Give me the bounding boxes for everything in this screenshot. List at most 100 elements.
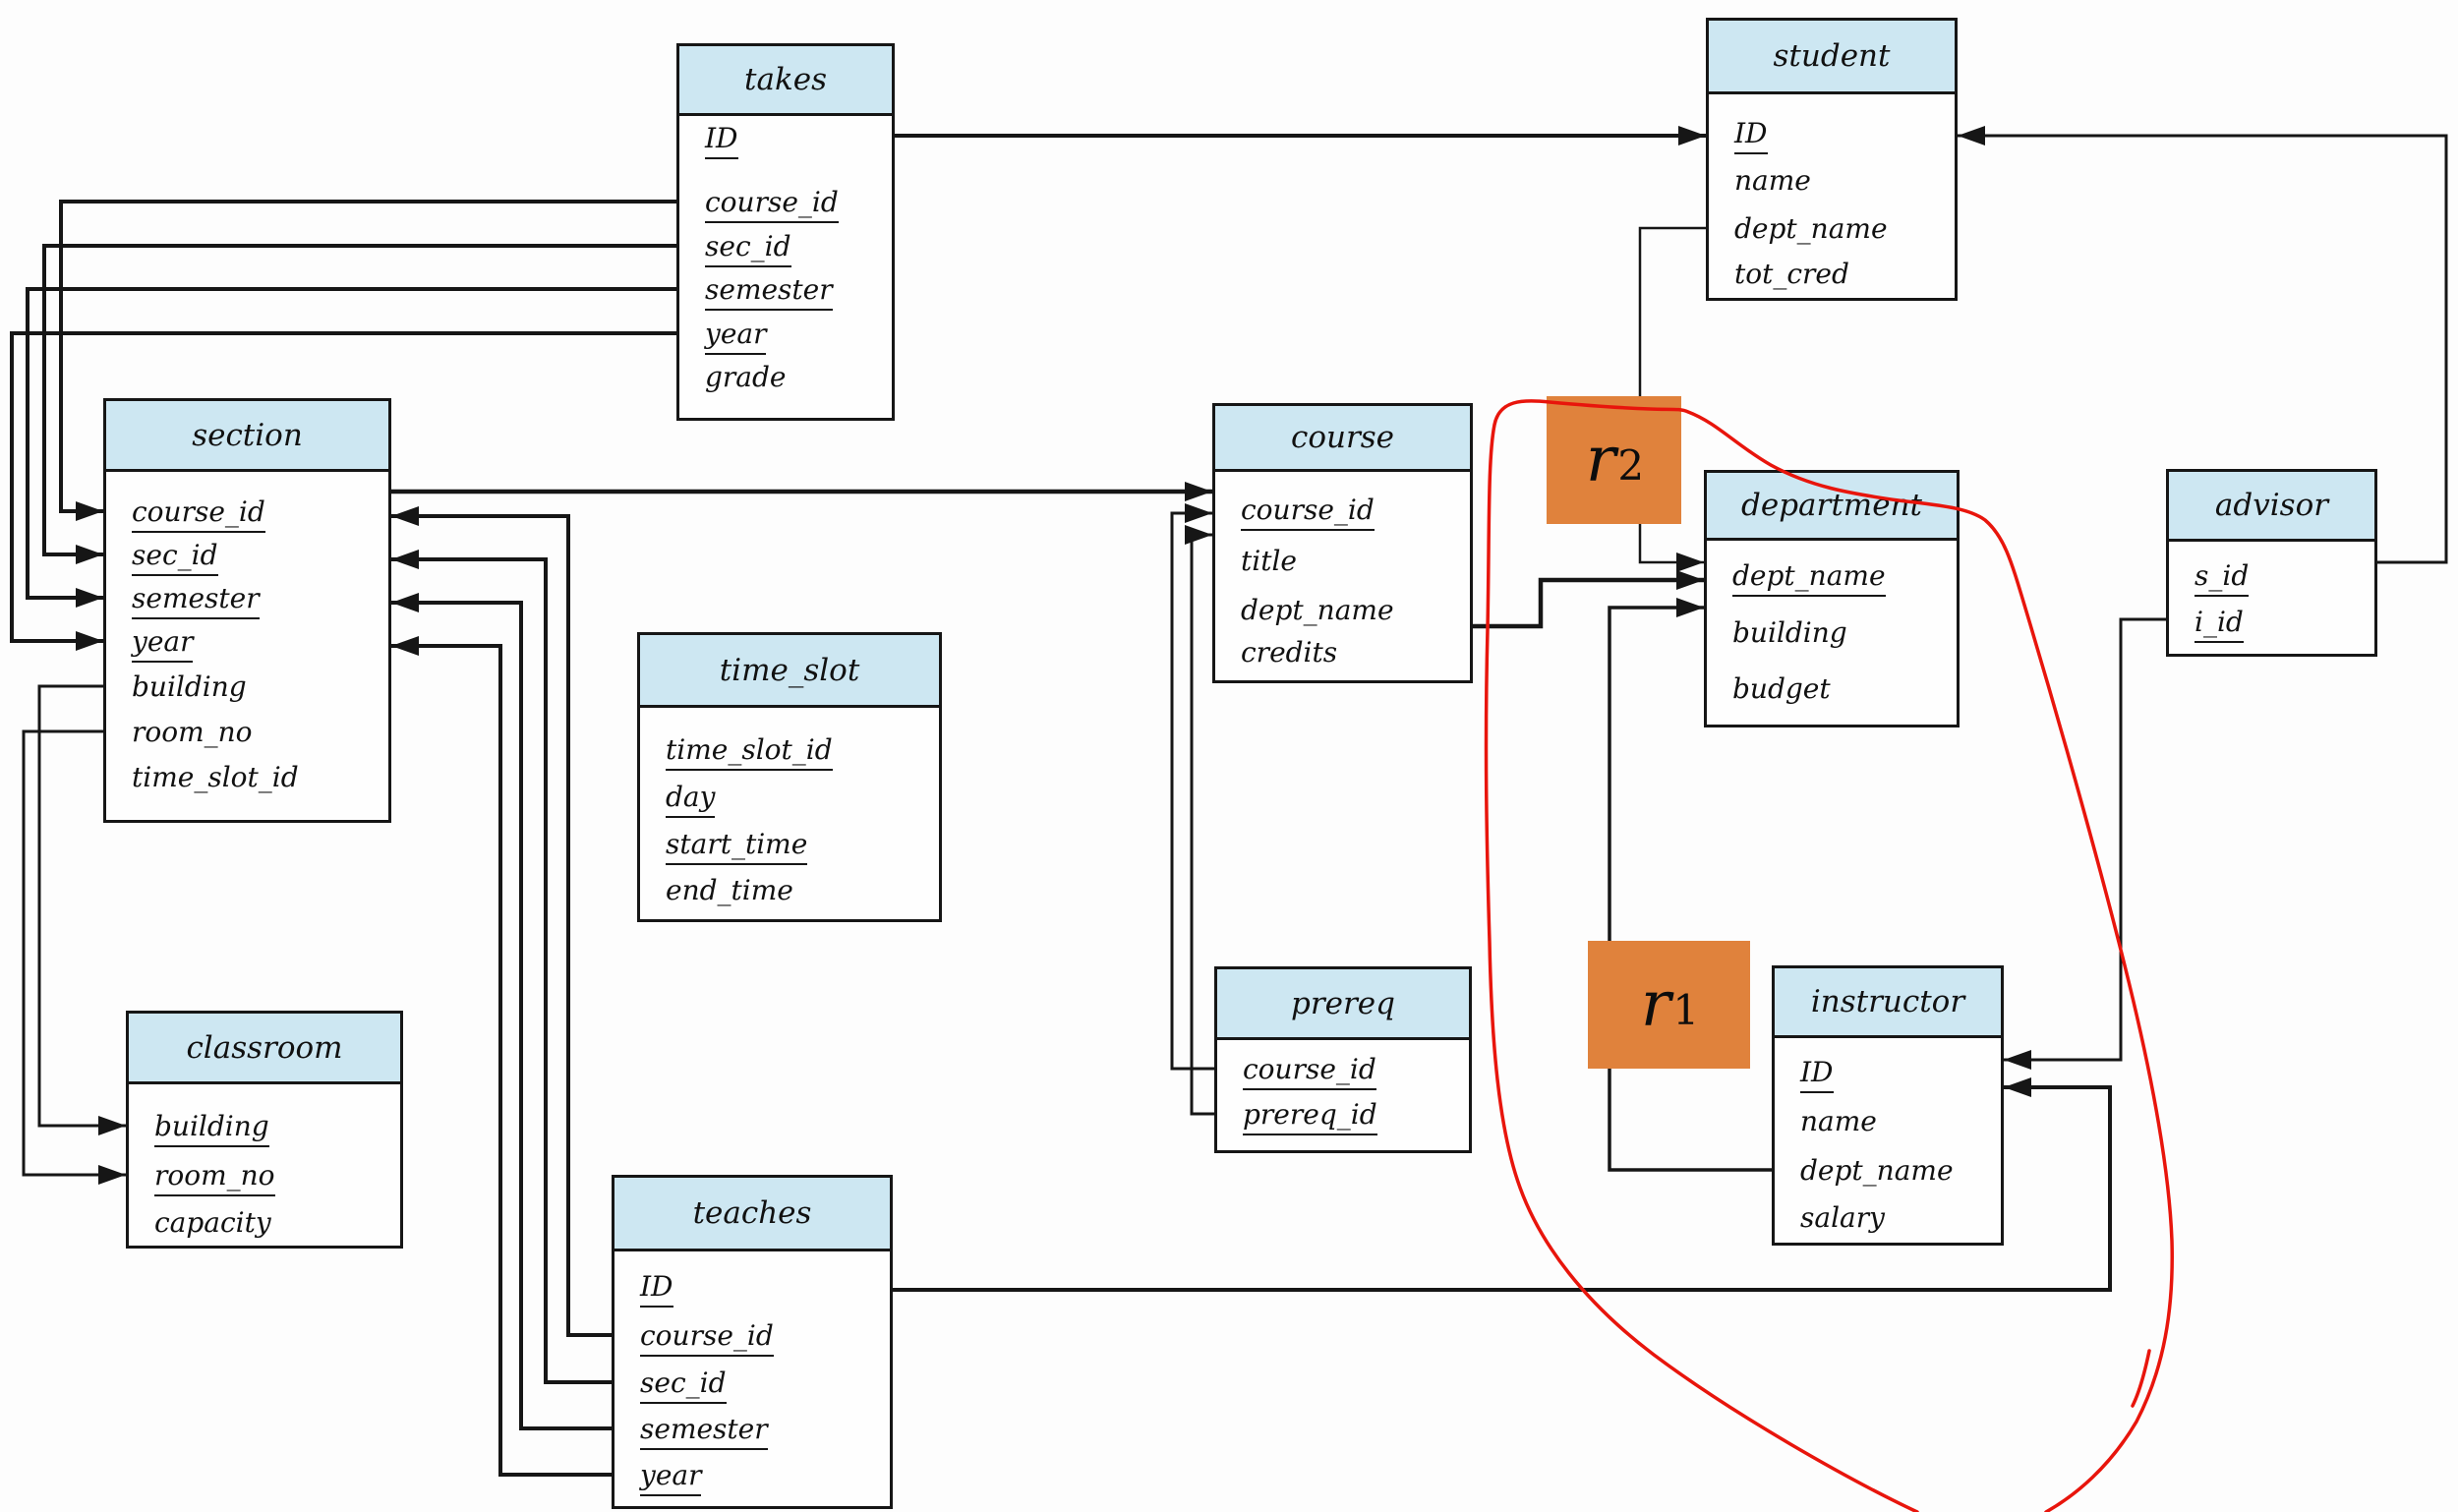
table-attribute: dept_name: [1800, 1153, 1954, 1189]
attribute-label: dept_name: [1241, 594, 1394, 626]
table-header: instructor: [1775, 968, 2001, 1038]
primary-key-attribute-label: course_id: [640, 1318, 774, 1357]
table-attribute: time_slot_id: [132, 760, 299, 795]
attribute-label: building: [132, 670, 247, 703]
table-name: time_slot: [719, 652, 860, 688]
primary-key-attribute-label: sec_id: [705, 229, 791, 267]
attribute-label: end_time: [666, 874, 793, 906]
primary-key-attribute-label: year: [705, 317, 767, 355]
table-department: department dept_name building budget: [1704, 470, 1960, 727]
table-attribute: year: [132, 624, 194, 663]
attribute-label: title: [1241, 545, 1297, 577]
table-attribute: building: [154, 1109, 269, 1147]
table-attribute: room_no: [154, 1158, 275, 1196]
table-attribute: building: [132, 669, 247, 705]
table-attribute: sec_id: [640, 1366, 727, 1404]
attribute-label: name: [1800, 1105, 1877, 1137]
table-attribute: course_id: [1243, 1052, 1376, 1090]
table-classroom: classroom building room_no capacity: [126, 1011, 403, 1249]
primary-key-attribute-label: day: [666, 780, 716, 818]
primary-key-attribute-label: i_id: [2195, 605, 2244, 643]
table-attribute: year: [640, 1458, 702, 1496]
table-name: takes: [744, 62, 827, 97]
table-header: time_slot: [640, 635, 939, 708]
attribute-label: building: [1732, 616, 1847, 649]
table-attribute: name: [1734, 163, 1811, 199]
table-name: advisor: [2214, 488, 2329, 523]
table-attribute: semester: [132, 581, 260, 619]
table-attribute: ID: [705, 121, 738, 159]
table-advisor: advisor s_id i_id: [2166, 469, 2377, 657]
primary-key-attribute-label: building: [154, 1109, 269, 1147]
table-attribute: course_id: [705, 185, 839, 223]
attribute-label: credits: [1241, 636, 1338, 669]
table-header: prereq: [1217, 969, 1469, 1040]
attribute-label: name: [1734, 164, 1811, 197]
table-attribute: budget: [1732, 671, 1831, 707]
table-attribute: end_time: [666, 873, 793, 908]
primary-key-attribute-label: sec_id: [132, 538, 218, 576]
table-attribute: dept_name: [1732, 558, 1886, 597]
attribute-label: grade: [705, 361, 787, 393]
table-attribute: building: [1732, 615, 1847, 651]
primary-key-attribute-label: dept_name: [1732, 558, 1886, 597]
attribute-label: budget: [1732, 672, 1831, 705]
primary-key-attribute-label: prereq_id: [1243, 1097, 1377, 1135]
table-name: department: [1741, 488, 1922, 523]
attribute-label: salary: [1800, 1201, 1885, 1234]
table-header: course: [1215, 406, 1470, 472]
table-attribute: dept_name: [1734, 211, 1888, 247]
table-prereq: prereq course_id prereq_id: [1214, 966, 1472, 1153]
table-attribute: course_id: [640, 1318, 774, 1357]
table-name: section: [192, 417, 303, 453]
primary-key-attribute-label: course_id: [705, 185, 839, 223]
primary-key-attribute-label: room_no: [154, 1158, 275, 1196]
primary-key-attribute-label: course_id: [1241, 493, 1375, 531]
primary-key-attribute-label: ID: [1800, 1055, 1834, 1093]
table-attribute: room_no: [132, 715, 253, 750]
table-attribute: sec_id: [132, 538, 218, 576]
table-attribute: dept_name: [1241, 593, 1394, 628]
table-header: department: [1707, 473, 1957, 541]
table-attribute: prereq_id: [1243, 1097, 1377, 1135]
primary-key-attribute-label: time_slot_id: [666, 732, 833, 771]
table-attribute: ID: [1734, 116, 1768, 154]
table-header: student: [1709, 21, 1955, 94]
table-attribute: day: [666, 780, 716, 818]
primary-key-attribute-label: ID: [1734, 116, 1768, 154]
table-attribute: tot_cred: [1734, 257, 1849, 292]
table-header: takes: [679, 46, 892, 116]
primary-key-attribute-label: sec_id: [640, 1366, 727, 1404]
primary-key-attribute-label: course_id: [1243, 1052, 1376, 1090]
table-attribute: start_time: [666, 827, 808, 865]
table-name: instructor: [1810, 984, 1965, 1019]
table-name: course: [1290, 420, 1395, 455]
attribute-label: dept_name: [1800, 1154, 1954, 1187]
attribute-label: room_no: [132, 716, 253, 748]
table-attribute: ID: [1800, 1055, 1834, 1093]
table-attribute: i_id: [2195, 605, 2244, 643]
table-name: classroom: [186, 1029, 343, 1066]
table-attribute: semester: [640, 1412, 768, 1450]
table-attribute: credits: [1241, 635, 1337, 670]
attribute-label: capacity: [154, 1206, 271, 1239]
table-attribute: course_id: [1241, 493, 1375, 531]
primary-key-attribute-label: start_time: [666, 827, 808, 865]
table-attribute: title: [1241, 544, 1297, 579]
attribute-label: time_slot_id: [132, 761, 299, 793]
primary-key-attribute-label: semester: [132, 581, 260, 619]
relation-label-base: r: [1640, 968, 1671, 1041]
table-attribute: semester: [705, 272, 833, 311]
table-attribute: time_slot_id: [666, 732, 833, 771]
primary-key-attribute-label: s_id: [2195, 558, 2250, 597]
table-attribute: name: [1800, 1104, 1877, 1139]
table-name: teaches: [692, 1195, 812, 1231]
